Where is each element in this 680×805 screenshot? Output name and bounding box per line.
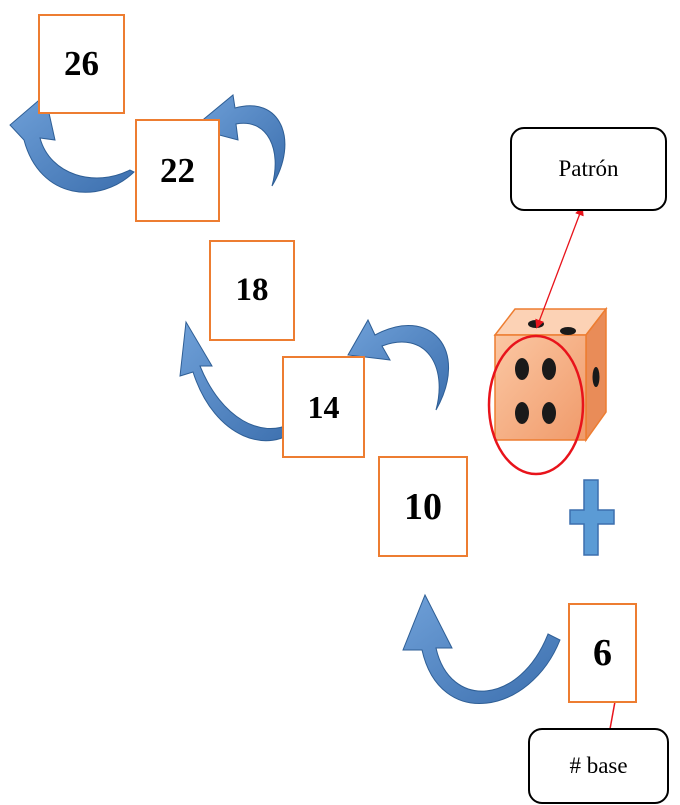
term-value: 6 [593,632,612,674]
term-box-26: 26 [38,14,125,114]
base-label: # base [569,753,628,778]
pattern-label-box: Patrón [510,127,667,211]
term-box-18: 18 [209,240,295,341]
term-box-10: 10 [378,456,468,557]
base-label-box: # base [528,728,669,804]
term-value: 10 [404,485,442,528]
term-box-22: 22 [135,119,220,222]
term-value: 22 [160,150,195,190]
term-value: 14 [307,388,340,425]
term-box-6: 6 [568,603,637,703]
curved-arrow-icon [402,593,561,704]
term-box-14: 14 [282,356,365,458]
term-value: 26 [64,44,99,83]
term-value: 18 [235,272,269,308]
plus-sign-icon [569,479,615,556]
four-dot-die-icon [487,306,608,476]
curved-arrow-icon [191,94,286,187]
pattern-pointer-arrow [535,206,584,329]
pattern-label: Patrón [558,156,619,181]
curved-arrow-icon [9,94,135,193]
curved-arrow-icon [347,318,449,411]
